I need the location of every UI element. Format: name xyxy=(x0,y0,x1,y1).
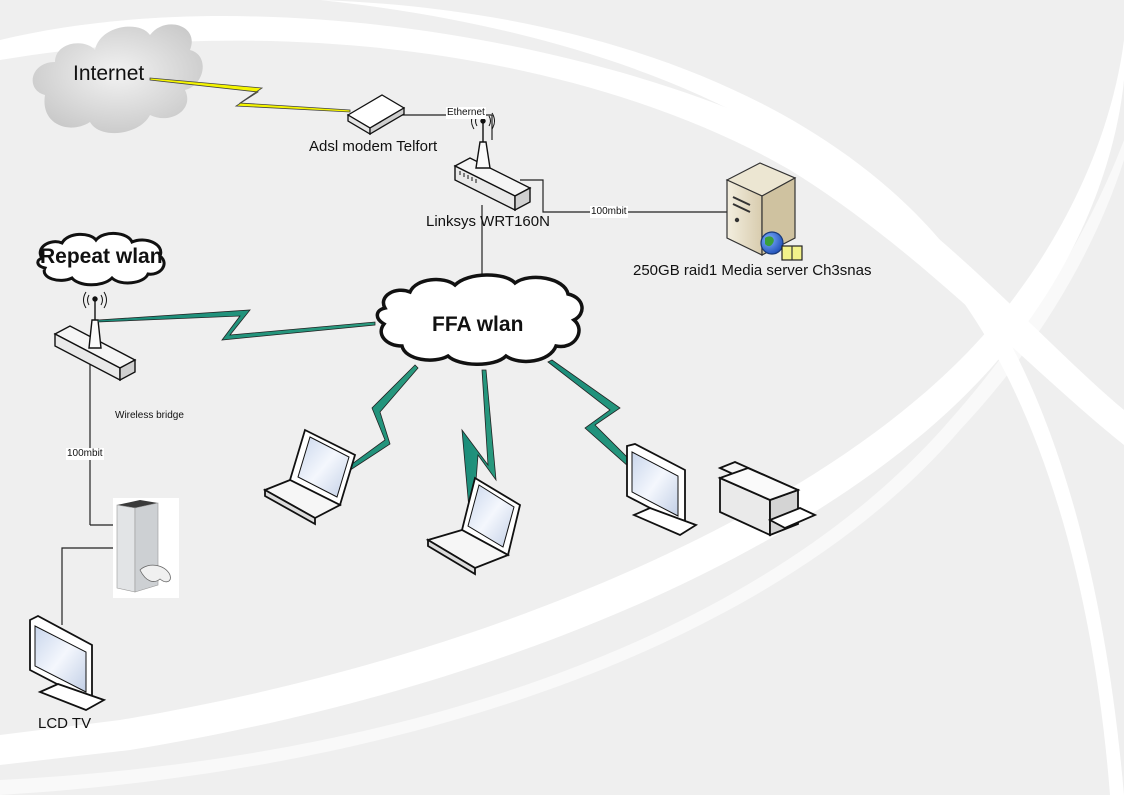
printer-icon xyxy=(717,461,818,537)
internet-link-bolt xyxy=(149,77,351,113)
router-server-link-label: 100mbit xyxy=(590,206,628,218)
monitor-icon xyxy=(626,443,699,537)
media-server-icon xyxy=(725,162,803,261)
repeat-wlan-label: Repeat wlan xyxy=(40,245,163,268)
server-label: 250GB raid1 Media server Ch3snas xyxy=(633,262,872,279)
router-label: Linksys WRT160N xyxy=(426,213,550,230)
ffa-wlan-label: FFA wlan xyxy=(432,313,524,336)
bridge-label: Wireless bridge xyxy=(115,410,184,421)
lcd-tv-label: LCD TV xyxy=(38,715,92,732)
laptop-icon xyxy=(425,476,522,576)
internet-label: Internet xyxy=(73,62,145,85)
cloud-icon xyxy=(36,232,166,287)
modem-label: Adsl modem Telfort xyxy=(309,138,438,155)
ethernet-link-label: Ethernet xyxy=(446,107,486,119)
cloud-icon xyxy=(375,273,584,366)
monitor-icon xyxy=(29,614,107,711)
internet-cloud-icon xyxy=(32,24,203,134)
game-console-icon xyxy=(113,498,179,598)
wireless-router-icon xyxy=(53,291,137,382)
laptop-icon xyxy=(262,428,357,526)
bridge-xbox-link-label: 100mbit xyxy=(66,448,104,460)
wired-links xyxy=(61,114,755,625)
modem-icon xyxy=(346,94,406,136)
wireless-router-icon xyxy=(453,112,532,212)
